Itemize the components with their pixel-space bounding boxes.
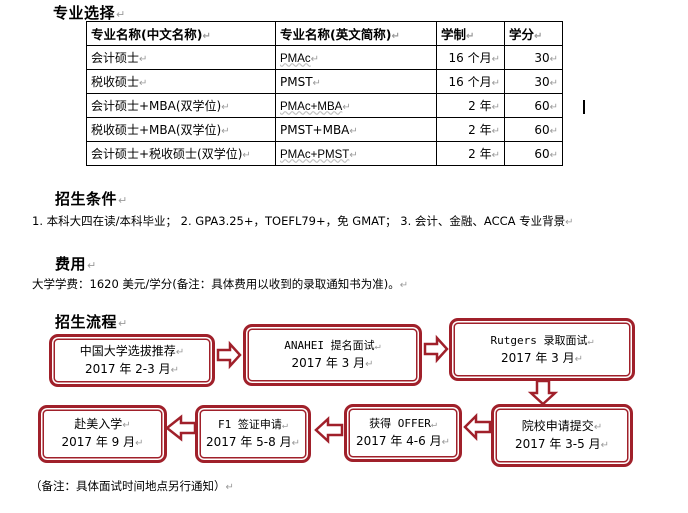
col-header-en: 专业名称(英文简称)↵ [275, 21, 437, 46]
flow-step-3: Rutgers 录取面试↵ 2017 年 3 月↵ [449, 318, 635, 381]
cell-cn: 会计硕士+MBA(双学位)↵ [86, 93, 276, 118]
process-note: （备注：具体面试时间地点另行通知）↵ [30, 479, 234, 493]
step-date: 2017 年 3-5 月↵ [515, 436, 609, 451]
col-header-cn: 专业名称(中文名称)↵ [86, 21, 276, 46]
step-date: 2017 年 4-6 月↵ [356, 434, 450, 448]
step-date: 2017 年 3 月↵ [291, 356, 374, 370]
table-row: 税收硕士↵ PMST↵ 16 个月↵ 30↵ [86, 69, 563, 94]
cell-cn: 税收硕士+MBA(双学位)↵ [86, 117, 276, 142]
step-title: 中国大学选拔推荐↵ [79, 343, 185, 358]
cell-duration: 16 个月↵ [436, 45, 505, 70]
step-date: 2017 年 3 月↵ [500, 350, 583, 365]
cell-duration: 2 年↵ [436, 117, 505, 142]
majors-heading: 专业选择↵ [53, 4, 126, 22]
step-date: 2017 年 2-3 月↵ [85, 361, 179, 376]
col-header-duration: 学制↵ [436, 21, 505, 46]
cell-credits: 60↵ [504, 117, 563, 142]
cell-cn: 税收硕士↵ [86, 69, 276, 94]
cell-credits: 30↵ [504, 45, 563, 70]
table-row: 会计硕士↵ PMAc↵ 16 个月↵ 30↵ [86, 45, 563, 70]
flow-step-5: 获得 OFFER↵ 2017 年 4-6 月↵ [344, 404, 462, 462]
flow-step-6: F1 签证申请↵ 2017 年 5-8 月↵ [195, 405, 311, 463]
cell-en: PMST+MBA↵ [275, 117, 437, 142]
step-date: 2017 年 5-8 月↵ [206, 435, 300, 449]
cell-cn: 会计硕士↵ [86, 45, 276, 70]
step-title: ANAHEI 提名面试↵ [284, 339, 381, 352]
flow-step-7: 赴美入学↵ 2017 年 9 月↵ [38, 405, 167, 463]
arrow-left-icon [314, 416, 344, 444]
step-title: 院校申请提交↵ [521, 418, 603, 433]
text-cursor [583, 100, 585, 114]
step-title: 赴美入学↵ [74, 417, 131, 431]
cell-credits: 60↵ [504, 93, 563, 118]
cell-cn: 会计硕士+税收硕士(双学位)↵ [86, 141, 276, 166]
cell-duration: 16 个月↵ [436, 69, 505, 94]
cell-en: PMST↵ [275, 69, 437, 94]
flow-step-1: 中国大学选拔推荐↵ 2017 年 2-3 月↵ [49, 334, 215, 387]
arrow-left-icon [463, 412, 492, 442]
process-heading: 招生流程↵ [55, 313, 128, 331]
cell-en: PMAc+PMST↵ [275, 141, 437, 166]
flow-step-2: ANAHEI 提名面试↵ 2017 年 3 月↵ [243, 324, 422, 386]
step-title: Rutgers 录取面试↵ [490, 333, 594, 347]
table-header-row: 专业名称(中文名称)↵ 专业名称(英文简称)↵ 学制↵ 学分↵ [86, 21, 563, 46]
cell-en: PMAc+MBA↵ [275, 93, 437, 118]
arrow-left-icon [164, 414, 197, 442]
arrow-right-icon [216, 340, 242, 370]
arrow-right-icon [423, 334, 449, 364]
arrow-down-icon [527, 379, 559, 406]
flow-step-4: 院校申请提交↵ 2017 年 3-5 月↵ [491, 404, 633, 467]
table-row: 会计硕士+税收硕士(双学位)↵ PMAc+PMST↵ 2 年↵ 60↵ [86, 141, 563, 166]
col-header-credits: 学分↵ [504, 21, 563, 46]
cell-duration: 2 年↵ [436, 93, 505, 118]
cell-credits: 60↵ [504, 141, 563, 166]
requirements-heading: 招生条件↵ [55, 190, 128, 208]
step-title: F1 签证申请↵ [218, 418, 288, 431]
table-row: 会计硕士+MBA(双学位)↵ PMAc+MBA↵ 2 年↵ 60↵ [86, 93, 563, 118]
fees-heading: 费用↵ [55, 255, 97, 273]
cell-credits: 30↵ [504, 69, 563, 94]
cell-duration: 2 年↵ [436, 141, 505, 166]
fees-text: 大学学费：1620 美元/学分(备注：具体费用以收到的录取通知书为准)。↵ [32, 277, 409, 291]
cell-en: PMAc↵ [275, 45, 437, 70]
step-title: 获得 OFFER↵ [369, 417, 437, 430]
requirements-text: 1. 本科大四在读/本科毕业； 2. GPA3.25+，TOEFL79+，免 G… [32, 214, 574, 228]
majors-table: 专业名称(中文名称)↵ 专业名称(英文简称)↵ 学制↵ 学分↵ 会计硕士↵ PM… [86, 21, 563, 166]
table-row: 税收硕士+MBA(双学位)↵ PMST+MBA↵ 2 年↵ 60↵ [86, 117, 563, 142]
step-date: 2017 年 9 月↵ [61, 435, 144, 449]
paragraph-mark: ↵ [116, 8, 126, 21]
